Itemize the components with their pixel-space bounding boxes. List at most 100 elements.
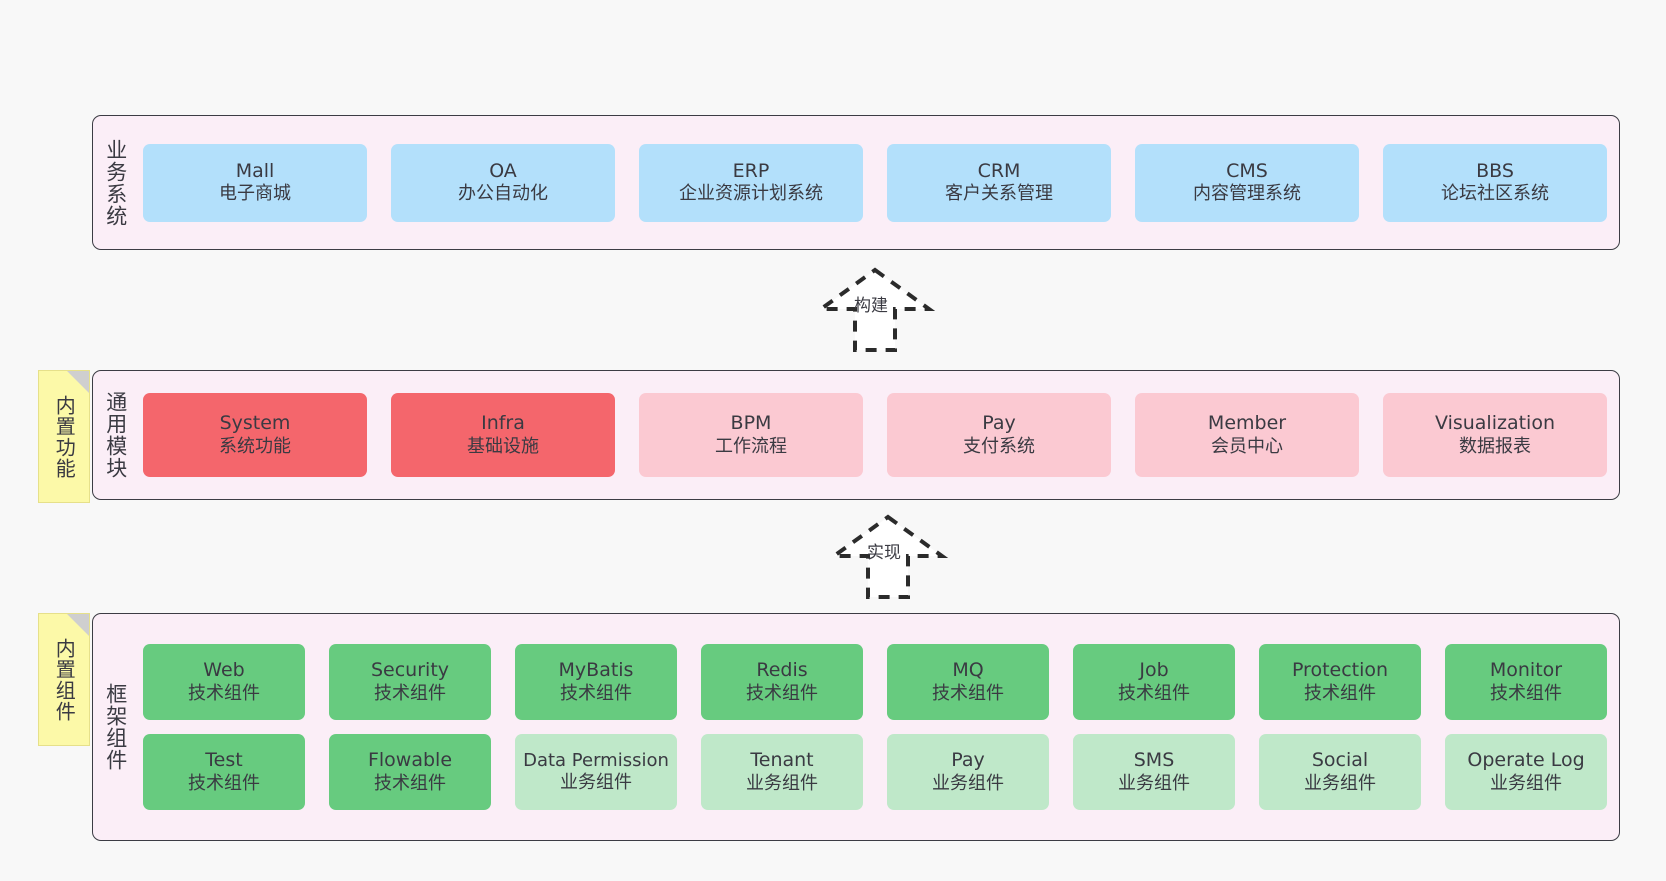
layer-framework-component: 框架组件 Web 技术组件 Security 技术组件 MyBatis 技术组件… (92, 613, 1620, 841)
box-title: Data Permission (523, 750, 669, 772)
generalization-arrow-icon (827, 514, 949, 599)
box-subtitle: 技术组件 (188, 682, 260, 704)
generalization-arrow-icon (814, 267, 936, 352)
box-pay-component[interactable]: Pay 业务组件 (887, 734, 1049, 810)
box-title: SMS (1133, 749, 1175, 772)
box-sms[interactable]: SMS 业务组件 (1073, 734, 1235, 810)
layer-title-common-module: 通用模块 (103, 391, 128, 479)
box-system[interactable]: System 系统功能 (143, 393, 367, 477)
box-subtitle: 技术组件 (746, 682, 818, 704)
row-tech-components: Web 技术组件 Security 技术组件 MyBatis 技术组件 Redi… (143, 644, 1607, 720)
box-mq[interactable]: MQ 技术组件 (887, 644, 1049, 720)
box-subtitle: 技术组件 (374, 682, 446, 704)
box-mall[interactable]: Mall 电子商城 (143, 143, 367, 222)
note-builtin-component-label: 内置组件 (52, 637, 77, 722)
box-subtitle: 业务组件 (746, 772, 818, 794)
row-common-modules: System 系统功能 Infra 基础设施 BPM 工作流程 Pay 支付系统… (143, 393, 1607, 477)
box-title: Monitor (1489, 659, 1563, 682)
box-title: Tenant (750, 749, 814, 772)
box-title: BBS (1476, 159, 1514, 182)
box-subtitle: 业务组件 (1490, 772, 1562, 794)
box-subtitle: 技术组件 (932, 682, 1004, 704)
box-title: Protection (1291, 659, 1389, 682)
layer-body-framework-component: Web 技术组件 Security 技术组件 MyBatis 技术组件 Redi… (137, 614, 1619, 840)
box-redis[interactable]: Redis 技术组件 (701, 644, 863, 720)
box-title: Member (1207, 412, 1287, 435)
box-title: Test (205, 749, 243, 772)
layer-body-common-module: System 系统功能 Infra 基础设施 BPM 工作流程 Pay 支付系统… (137, 371, 1619, 499)
connector-build: 构建 (800, 266, 950, 354)
box-title: Operate Log (1467, 749, 1585, 772)
box-security[interactable]: Security 技术组件 (329, 644, 491, 720)
box-title: Social (1311, 749, 1369, 772)
box-bbs[interactable]: BBS 论坛社区系统 (1383, 143, 1607, 222)
layer-title-business-system: 业务系统 (103, 138, 128, 227)
box-subtitle: 技术组件 (1118, 682, 1190, 704)
box-erp[interactable]: ERP 企业资源计划系统 (639, 143, 863, 222)
box-title: Pay (951, 749, 985, 772)
box-mybatis[interactable]: MyBatis 技术组件 (515, 644, 677, 720)
box-subtitle: 系统功能 (219, 435, 291, 457)
box-web[interactable]: Web 技术组件 (143, 644, 305, 720)
box-subtitle: 技术组件 (1490, 682, 1562, 704)
box-subtitle: 业务组件 (560, 772, 632, 793)
note-builtin-component: 内置组件 (38, 613, 90, 746)
box-title: OA (489, 159, 517, 182)
connector-implement: 实现 (813, 513, 963, 601)
box-title: Job (1139, 659, 1169, 682)
box-protection[interactable]: Protection 技术组件 (1259, 644, 1421, 720)
layer-body-business-system: Mall 电子商城 OA 办公自动化 ERP 企业资源计划系统 CRM 客户关系… (137, 116, 1619, 249)
box-title: MQ (952, 659, 984, 682)
box-monitor[interactable]: Monitor 技术组件 (1445, 644, 1607, 720)
box-pay-module[interactable]: Pay 支付系统 (887, 393, 1111, 477)
box-subtitle: 办公自动化 (458, 183, 548, 205)
box-crm[interactable]: CRM 客户关系管理 (887, 143, 1111, 222)
box-title: Visualization (1434, 412, 1555, 435)
box-test[interactable]: Test 技术组件 (143, 734, 305, 810)
box-member[interactable]: Member 会员中心 (1135, 393, 1359, 477)
box-title: Redis (756, 659, 808, 682)
layer-title-framework-component: 框架组件 (103, 683, 128, 771)
box-operate-log[interactable]: Operate Log 业务组件 (1445, 734, 1607, 810)
box-subtitle: 基础设施 (467, 435, 539, 457)
box-title: ERP (732, 159, 770, 182)
box-tenant[interactable]: Tenant 业务组件 (701, 734, 863, 810)
note-fold-corner-icon (67, 371, 89, 393)
box-infra[interactable]: Infra 基础设施 (391, 393, 615, 477)
box-subtitle: 客户关系管理 (945, 183, 1053, 205)
box-title: Mall (235, 159, 275, 182)
box-subtitle: 业务组件 (932, 772, 1004, 794)
box-subtitle: 技术组件 (1304, 682, 1376, 704)
box-bpm[interactable]: BPM 工作流程 (639, 393, 863, 477)
box-data-permission[interactable]: Data Permission 业务组件 (515, 734, 677, 810)
note-builtin-function: 内置功能 (38, 370, 90, 503)
box-subtitle: 业务组件 (1304, 772, 1376, 794)
connector-build-label: 构建 (854, 296, 888, 316)
box-subtitle: 技术组件 (374, 772, 446, 794)
box-title: BPM (730, 412, 772, 435)
box-subtitle: 工作流程 (715, 435, 787, 457)
row-business-systems: Mall 电子商城 OA 办公自动化 ERP 企业资源计划系统 CRM 客户关系… (143, 143, 1607, 222)
box-subtitle: 业务组件 (1118, 772, 1190, 794)
box-flowable[interactable]: Flowable 技术组件 (329, 734, 491, 810)
box-title: CMS (1226, 159, 1268, 182)
note-fold-corner-icon (67, 614, 89, 636)
box-cms[interactable]: CMS 内容管理系统 (1135, 143, 1359, 222)
box-title: CRM (977, 159, 1021, 182)
box-title: Web (203, 659, 245, 682)
row-business-components: Test 技术组件 Flowable 技术组件 Data Permission … (143, 734, 1607, 810)
layer-common-module: 通用模块 System 系统功能 Infra 基础设施 BPM 工作流程 Pay… (92, 370, 1620, 500)
box-subtitle: 技术组件 (560, 682, 632, 704)
box-subtitle: 技术组件 (188, 772, 260, 794)
box-social[interactable]: Social 业务组件 (1259, 734, 1421, 810)
box-subtitle: 内容管理系统 (1193, 183, 1301, 205)
box-title: Security (370, 659, 450, 682)
box-job[interactable]: Job 技术组件 (1073, 644, 1235, 720)
note-builtin-function-label: 内置功能 (52, 394, 77, 479)
box-subtitle: 电子商城 (219, 183, 291, 205)
layer-business-system: 业务系统 Mall 电子商城 OA 办公自动化 ERP 企业资源计划系统 CRM… (92, 115, 1620, 250)
box-visualization[interactable]: Visualization 数据报表 (1383, 393, 1607, 477)
box-title: MyBatis (558, 659, 634, 682)
box-oa[interactable]: OA 办公自动化 (391, 143, 615, 222)
